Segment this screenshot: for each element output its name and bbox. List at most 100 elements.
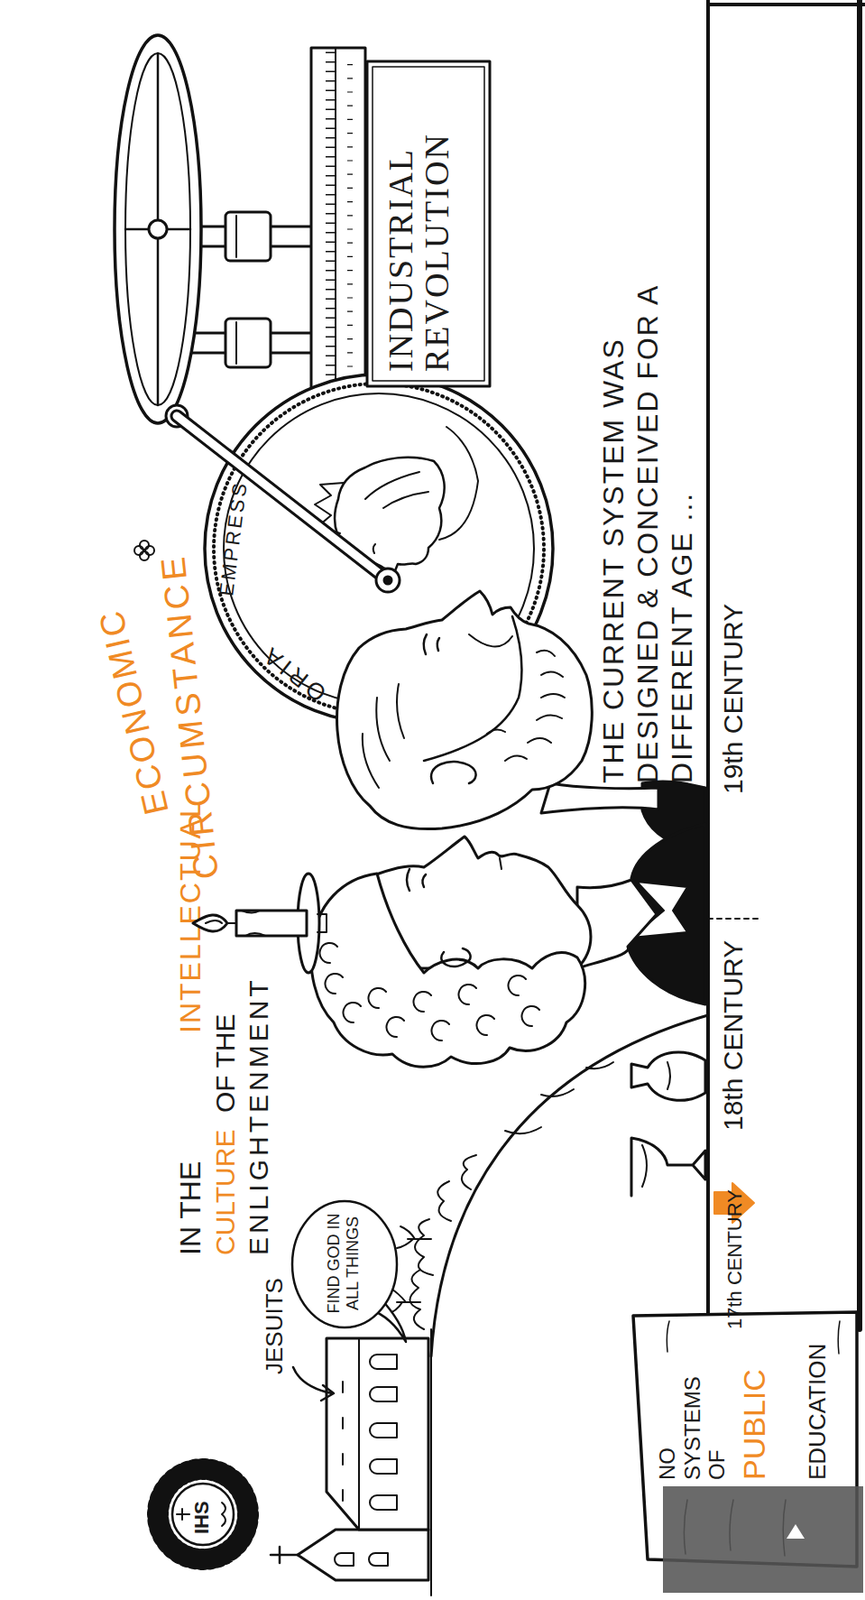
church — [430, 1328, 433, 1595]
steam-governor — [165, 404, 188, 427]
steam-governor — [125, 53, 191, 405]
plaque-outline — [372, 66, 485, 381]
steam-governor — [311, 47, 366, 400]
coin-shape — [202, 372, 555, 725]
governor-rod — [176, 415, 388, 580]
enlightenment-head — [361, 836, 591, 968]
steam-governor — [334, 47, 337, 400]
victorian-head — [423, 634, 440, 654]
enlightenment-head — [499, 857, 502, 869]
victorian-head — [337, 590, 593, 829]
enlightenment-head — [227, 921, 237, 924]
church — [358, 1337, 360, 1529]
urn — [631, 1051, 706, 1100]
timeline-label: 17th CENTURY — [724, 1188, 746, 1329]
clover-ornament — [139, 551, 149, 561]
emblem-cross — [176, 1508, 190, 1519]
church — [334, 1552, 388, 1565]
clover-ornament — [134, 545, 144, 555]
steam-governor — [347, 51, 353, 395]
steam-governor — [235, 215, 238, 364]
sun-disc — [172, 1482, 234, 1545]
caption-text: IN THE — [174, 1160, 207, 1255]
speech-bubble-outline — [292, 1200, 397, 1327]
hill-shading — [505, 1061, 614, 1133]
coin-outline — [204, 374, 553, 723]
church — [326, 1337, 429, 1529]
rod-ring — [384, 576, 392, 584]
victorian-head — [469, 634, 513, 647]
victorian-head — [337, 590, 706, 851]
enlightenment-head — [311, 873, 585, 1067]
enlightenment-head — [320, 942, 540, 1040]
urn — [667, 1061, 671, 1089]
enlightenment-head — [406, 868, 426, 891]
frame-line — [856, 0, 863, 1329]
steam-governor — [225, 211, 271, 261]
node-text: PUBLIC — [737, 1368, 772, 1480]
node-text: INDUSTRIAL REVOLUTION — [383, 73, 456, 372]
steam-governor — [325, 51, 335, 395]
player-overlay — [662, 1485, 864, 1592]
sketch-lines — [114, 0, 865, 1595]
steam-governor — [148, 220, 167, 239]
sun-rays — [157, 1468, 249, 1559]
enlightenment-head — [317, 913, 327, 932]
emblem-letters: IHS — [191, 1499, 213, 1534]
caption-text: JESUITS — [261, 1277, 288, 1374]
goblet — [642, 1144, 647, 1187]
century-divider — [708, 917, 758, 920]
highlight-text: CULTURE — [210, 1129, 240, 1255]
clover-ornament — [145, 545, 155, 555]
church — [341, 1380, 344, 1500]
caption-text: OF THE — [210, 1013, 240, 1113]
timeline-label: 18th CENTURY — [717, 939, 748, 1131]
rod-ring — [376, 568, 400, 592]
highlight-text: CIRCUMSTANCE — [154, 551, 227, 882]
victorian-head — [362, 683, 405, 788]
enlightenment-head — [577, 879, 657, 968]
coin-outline — [334, 457, 445, 573]
node-text: EDUCATION — [804, 1343, 831, 1480]
speech-bubble: FIND GOD IN ALL THINGS — [286, 1197, 406, 1329]
frame-line — [708, 2, 865, 7]
emblem-nails — [221, 1501, 226, 1526]
clover-ornament — [139, 540, 149, 550]
victorian-head — [431, 761, 477, 783]
node-text: NO SYSTEMS OF — [654, 1366, 730, 1480]
portraits — [176, 415, 864, 1592]
enlightenment-head — [631, 881, 688, 938]
coin-outline — [213, 383, 544, 714]
sign-board-outline — [633, 1311, 857, 1566]
church — [270, 1545, 298, 1563]
victorian-head — [487, 650, 565, 761]
enlightenment-head — [627, 823, 706, 1004]
church — [297, 1528, 429, 1580]
governor-rod — [176, 415, 388, 580]
timeline-line — [706, 0, 710, 1356]
victorian-head — [423, 616, 523, 761]
church — [270, 1328, 432, 1595]
enlightenment-head — [441, 947, 470, 967]
enlightenment-head — [193, 823, 706, 1067]
leader-arrow — [293, 1366, 332, 1393]
enlightenment-head — [193, 914, 228, 931]
enlightenment-head — [205, 920, 222, 923]
enlightenment-head — [236, 910, 307, 936]
sign-board: NO SYSTEMS OFPUBLIC EDUCATION — [631, 1310, 857, 1568]
play-icon — [786, 1523, 805, 1538]
steam-governor — [114, 35, 202, 424]
coin-outline — [314, 426, 479, 553]
church — [369, 1353, 397, 1510]
plaque: INDUSTRIAL REVOLUTION — [367, 61, 490, 387]
plaque-outline — [367, 61, 490, 387]
victorian-head — [642, 781, 706, 851]
sign-board-outline — [633, 1311, 857, 1566]
caption-text: ENLIGHTENMENT — [243, 975, 274, 1255]
steam-governor — [125, 53, 191, 405]
plaque-outline — [367, 61, 490, 387]
